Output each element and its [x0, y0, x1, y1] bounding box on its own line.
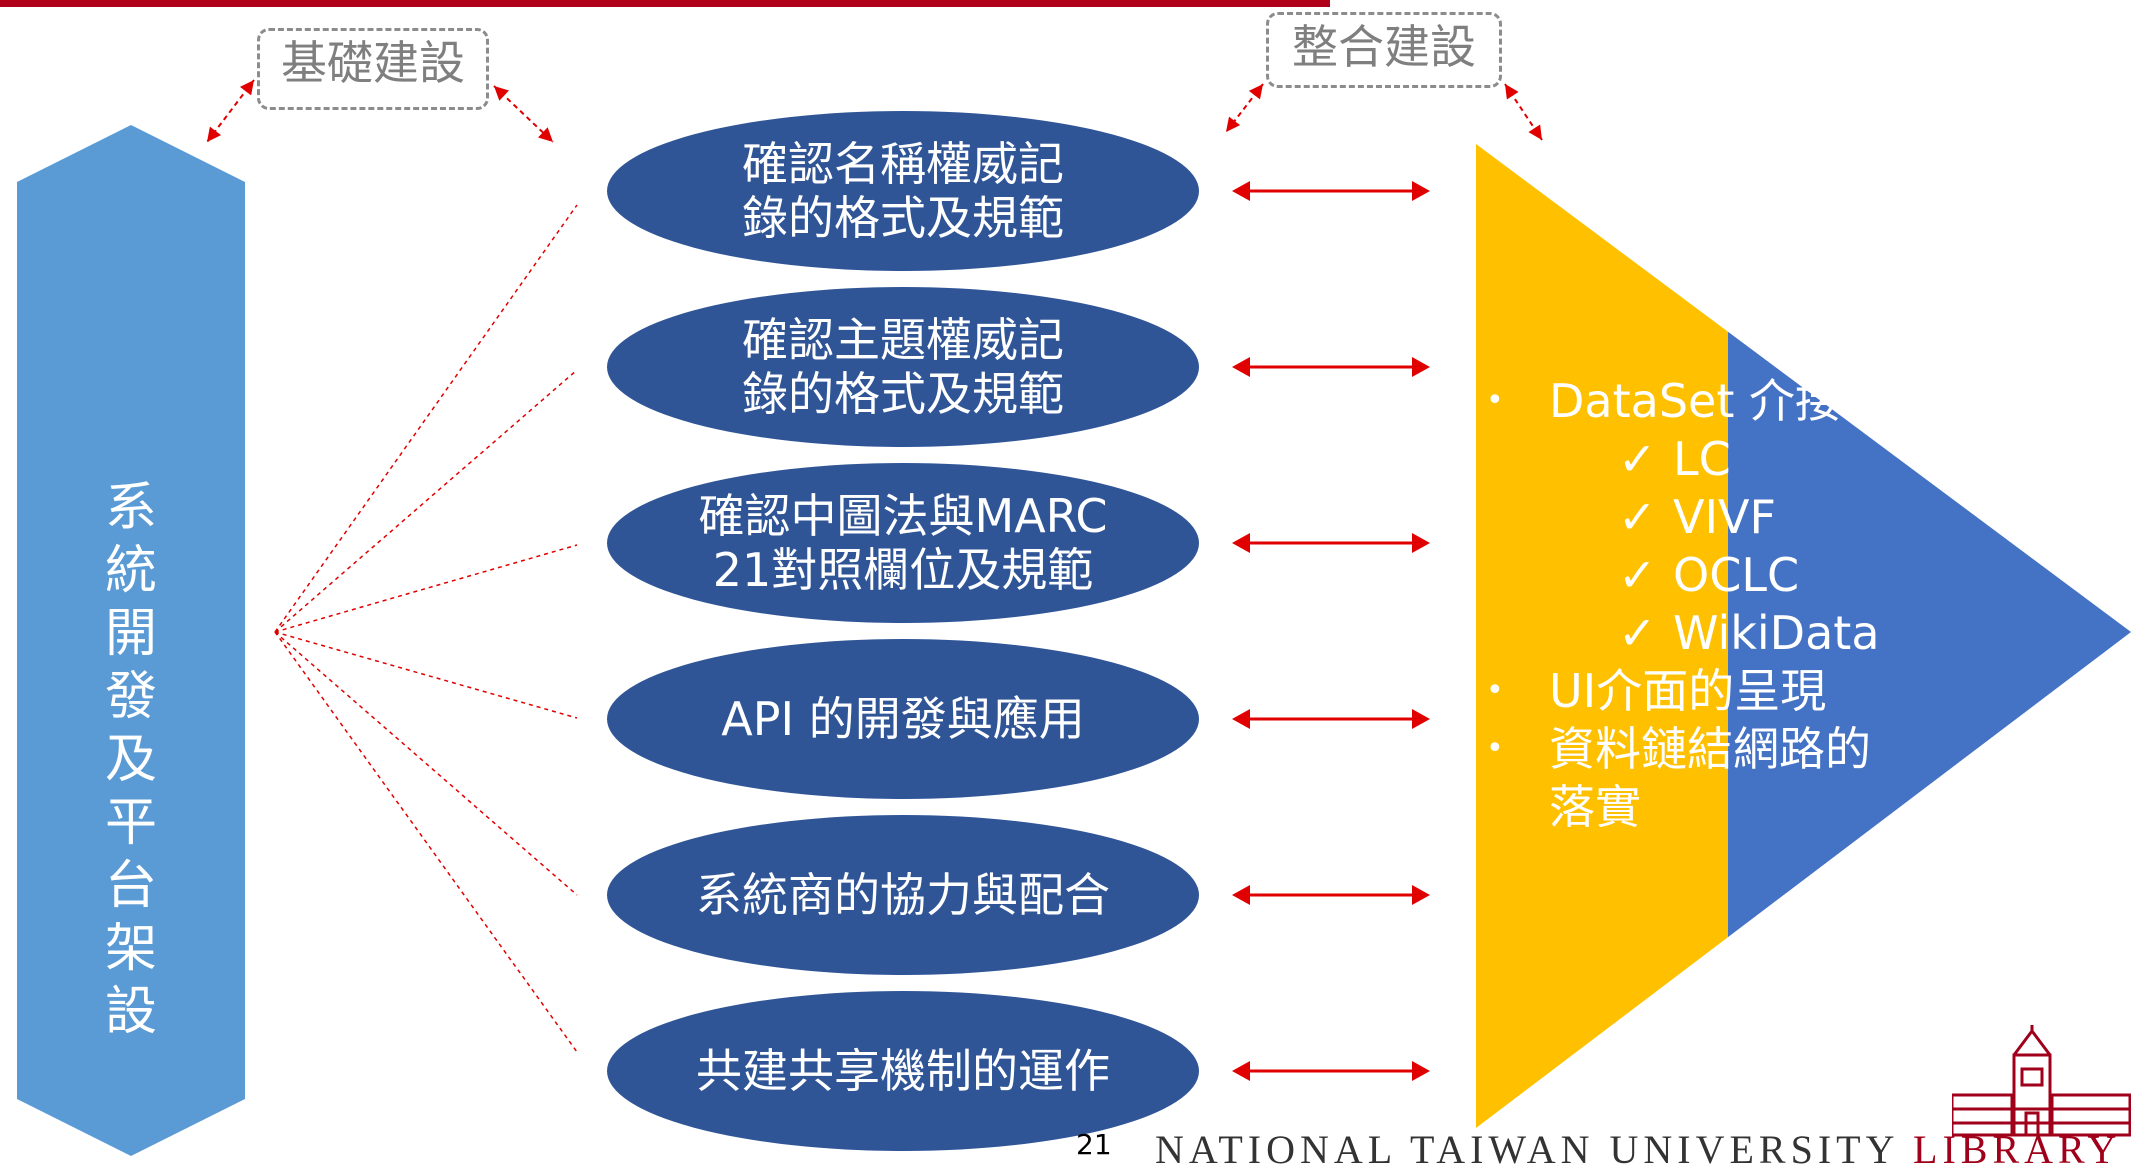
footer-university: NATIONAL TAIWAN UNIVERSITY — [1155, 1127, 1914, 1172]
task-label: 確認中圖法與MARC 21對照欄位及規範 — [698, 489, 1108, 597]
left-column-char: 發 — [104, 667, 157, 727]
fan-connector — [274, 544, 578, 633]
double-arrow — [1232, 709, 1430, 729]
fan-connector — [274, 631, 578, 1053]
tag-connector-arrow — [1225, 83, 1264, 133]
task-ellipse: 系統商的協力與配合 — [607, 815, 1199, 975]
dataset-source-label: LC — [1673, 432, 1731, 486]
task-ellipse: API 的開發與應用 — [607, 639, 1199, 799]
left-column-char: 平 — [104, 793, 157, 853]
system-development-column: 系統開發及平台架設 — [17, 125, 245, 1156]
double-arrow — [1232, 1061, 1430, 1081]
bullet-marker: • — [1486, 673, 1504, 708]
tag-connector-arrow — [1504, 83, 1543, 141]
check-icon: ✓ — [1618, 548, 1657, 602]
integration-item-text: 資料鏈結網路的 落實 — [1549, 722, 1871, 834]
task-ellipse: 確認主題權威記 錄的格式及規範 — [607, 287, 1199, 447]
task-ellipse: 確認中圖法與MARC 21對照欄位及規範 — [607, 463, 1199, 623]
check-icon: ✓ — [1618, 606, 1657, 660]
dataset-source-item: ✓ VIVF — [1486, 488, 2086, 546]
integration-list: •DataSet 介接✓LC✓VIVF✓OCLC✓WikiData•UI介面的呈… — [1486, 372, 2086, 836]
integration-item-text: DataSet 介接 — [1549, 374, 1841, 428]
infrastructure-tag: 基礎建設 — [257, 28, 489, 110]
bullet-marker: • — [1486, 383, 1504, 418]
double-arrow — [1232, 181, 1430, 201]
task-label: API 的開發與應用 — [721, 692, 1085, 746]
double-arrow — [1232, 357, 1430, 377]
integration-item: • UI介面的呈現 — [1486, 662, 2086, 720]
check-icon: ✓ — [1618, 432, 1657, 486]
left-column-char: 統 — [104, 541, 157, 601]
tag-connector-arrow — [206, 79, 255, 143]
dataset-source-label: OCLC — [1673, 548, 1800, 602]
dataset-source-item: ✓ OCLC — [1486, 546, 2086, 604]
fan-connector — [274, 204, 578, 633]
integration-item: • 資料鏈結網路的 落實 — [1486, 720, 2086, 836]
dataset-source-item: ✓ LC — [1486, 430, 2086, 488]
dataset-source-label: WikiData — [1673, 606, 1880, 660]
top-accent-bar — [0, 0, 1330, 7]
fan-connector — [274, 369, 578, 633]
fan-connector — [274, 631, 578, 896]
double-arrow — [1232, 885, 1430, 905]
task-label: 確認名稱權威記 錄的格式及規範 — [742, 137, 1064, 245]
integration-item-text: UI介面的呈現 — [1549, 664, 1827, 718]
left-column-label: 系統開發及平台架設 — [17, 477, 245, 1044]
double-arrow — [1232, 533, 1430, 553]
dataset-source-item: ✓ WikiData — [1486, 604, 2086, 662]
bullet-marker: • — [1486, 731, 1504, 766]
left-column-char: 台 — [104, 856, 157, 916]
task-ellipse: 確認名稱權威記 錄的格式及規範 — [607, 111, 1199, 271]
library-building-logo — [1952, 1025, 2131, 1137]
integration-item: • DataSet 介接 — [1486, 372, 2086, 430]
integration-tag: 整合建設 — [1266, 12, 1502, 88]
dataset-source-label: VIVF — [1673, 490, 1776, 544]
left-column-char: 開 — [104, 604, 157, 664]
left-column-char: 架 — [104, 919, 157, 979]
page-number: 21 — [1076, 1128, 1112, 1161]
left-column-char: 及 — [104, 730, 157, 790]
tag-connector-arrow — [493, 85, 554, 143]
task-ellipse: 共建共享機制的運作 — [607, 991, 1199, 1151]
check-icon: ✓ — [1618, 490, 1657, 544]
task-label: 共建共享機制的運作 — [696, 1044, 1110, 1098]
task-label: 確認主題權威記 錄的格式及規範 — [742, 313, 1064, 421]
panel-yellow-band — [1476, 144, 1728, 1128]
left-column-char: 系 — [104, 478, 157, 538]
task-label: 系統商的協力與配合 — [696, 868, 1110, 922]
fan-connector — [274, 631, 578, 719]
left-column-char: 設 — [104, 982, 157, 1042]
left-column-shape — [17, 125, 245, 1156]
